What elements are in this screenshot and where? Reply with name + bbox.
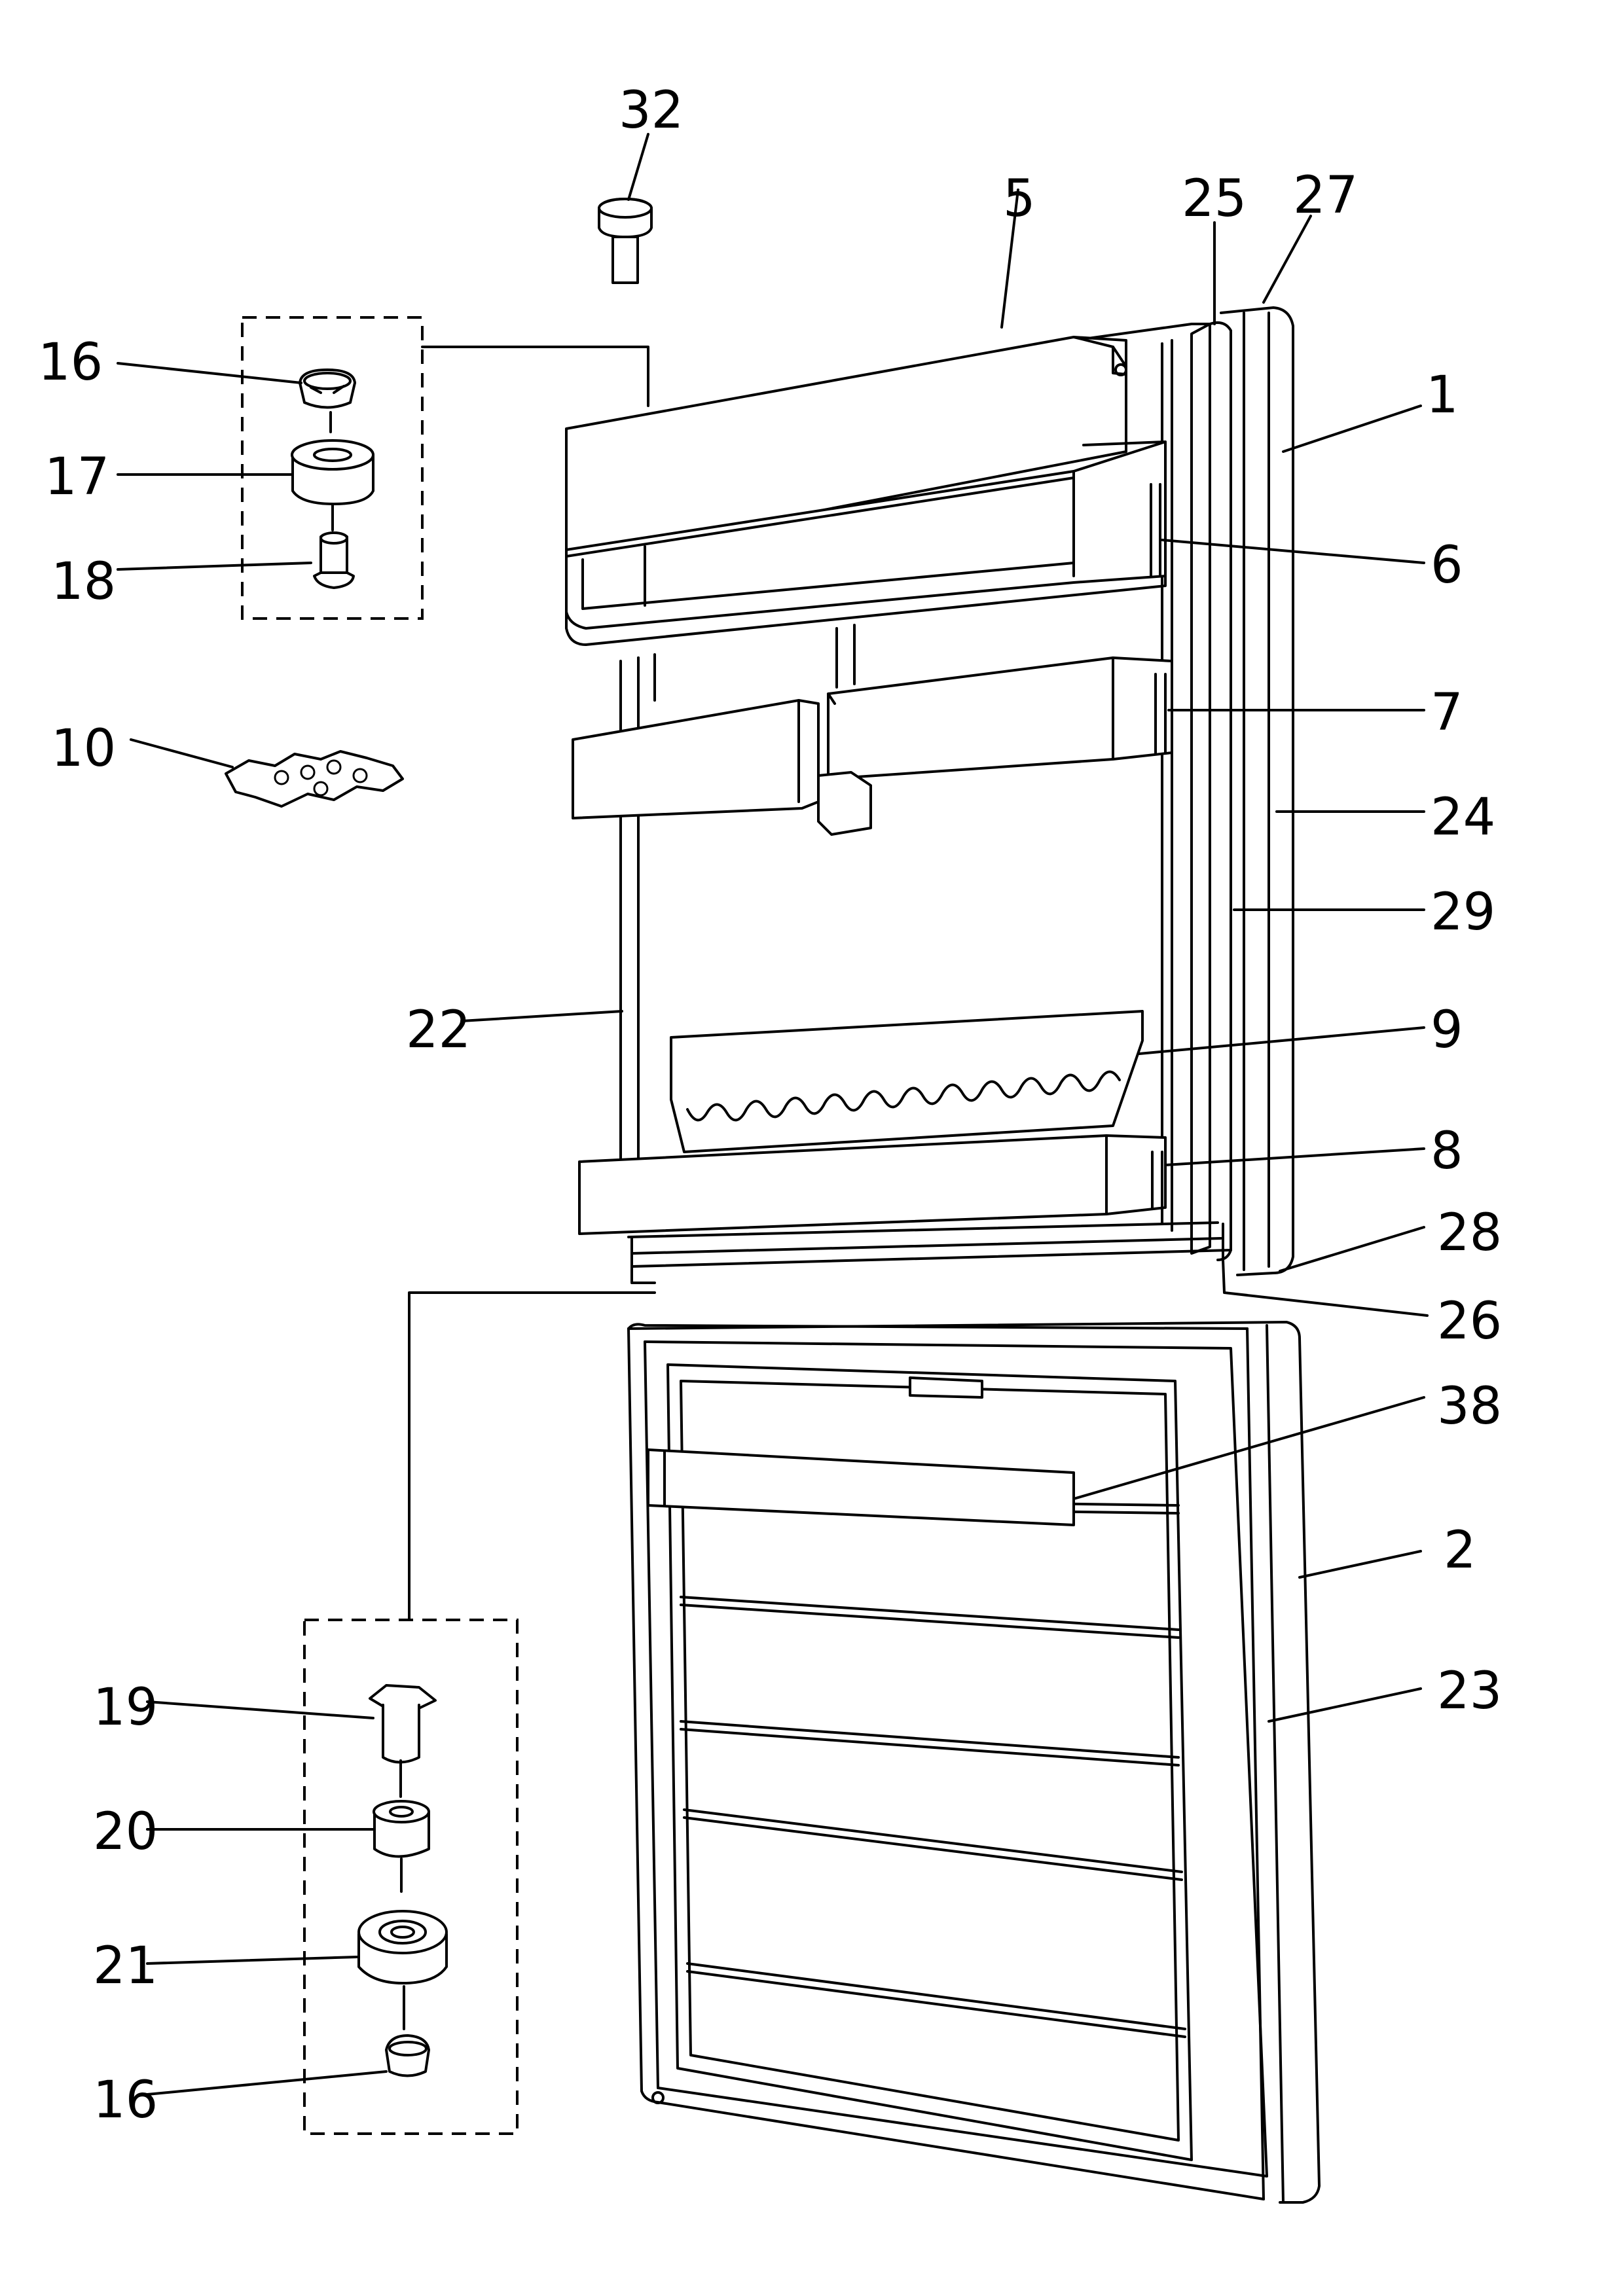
leader-lines (117, 133, 1429, 2096)
part-18-pin (313, 531, 355, 589)
part-6-shelf (565, 440, 1167, 630)
label-8: 8 (1431, 1122, 1463, 1181)
part-7-middle-shelves (572, 656, 1173, 836)
part-10-bracket (225, 750, 404, 808)
part-16-cap-bottom (385, 2034, 430, 2077)
part-21-bushing (357, 1910, 448, 1984)
label-18: 18 (51, 552, 116, 611)
label-20: 20 (93, 1803, 158, 1861)
label-16-bottom: 16 (93, 2071, 158, 2130)
label-24: 24 (1431, 788, 1495, 847)
bottom-hinge-kit-box (303, 1619, 519, 2135)
label-19: 19 (93, 1678, 158, 1737)
part-38-door-bar (647, 1448, 1075, 1526)
part-20-spacer (373, 1800, 430, 1858)
part-19-hinge-pin (369, 1684, 437, 1764)
part-8-bottom-shelf (578, 1134, 1167, 1235)
connector-top-hinge (421, 346, 649, 407)
label-26: 26 (1437, 1292, 1502, 1351)
label-38: 38 (1437, 1377, 1502, 1436)
label-25: 25 (1182, 170, 1247, 228)
part-5-top-compartment (565, 336, 1167, 646)
label-10: 10 (51, 719, 116, 778)
label-29: 29 (1431, 883, 1495, 942)
label-1: 1 (1426, 366, 1459, 425)
part-32-screw (598, 198, 653, 284)
label-2: 2 (1444, 1521, 1476, 1580)
label-27: 27 (1293, 166, 1358, 225)
label-5: 5 (1003, 170, 1036, 228)
label-32: 32 (619, 81, 684, 140)
label-7: 7 (1431, 683, 1463, 742)
part-2-lower-door (627, 1321, 1321, 2204)
label-22: 22 (406, 1001, 471, 1060)
label-23: 23 (1437, 1662, 1502, 1721)
part-17-bushing (291, 439, 374, 505)
top-hinge-kit-box (241, 316, 424, 620)
label-28: 28 (1437, 1204, 1502, 1263)
label-6: 6 (1431, 536, 1463, 595)
label-9: 9 (1431, 1001, 1463, 1060)
label-16-top: 16 (38, 333, 103, 392)
part-9-ice-tray (670, 1010, 1144, 1153)
label-17: 17 (45, 448, 109, 507)
part-16-cap-top (299, 368, 356, 409)
upper-door-assembly (619, 306, 1294, 1284)
label-21: 21 (93, 1937, 158, 1996)
connector-bottom-hinge (408, 1291, 656, 1621)
